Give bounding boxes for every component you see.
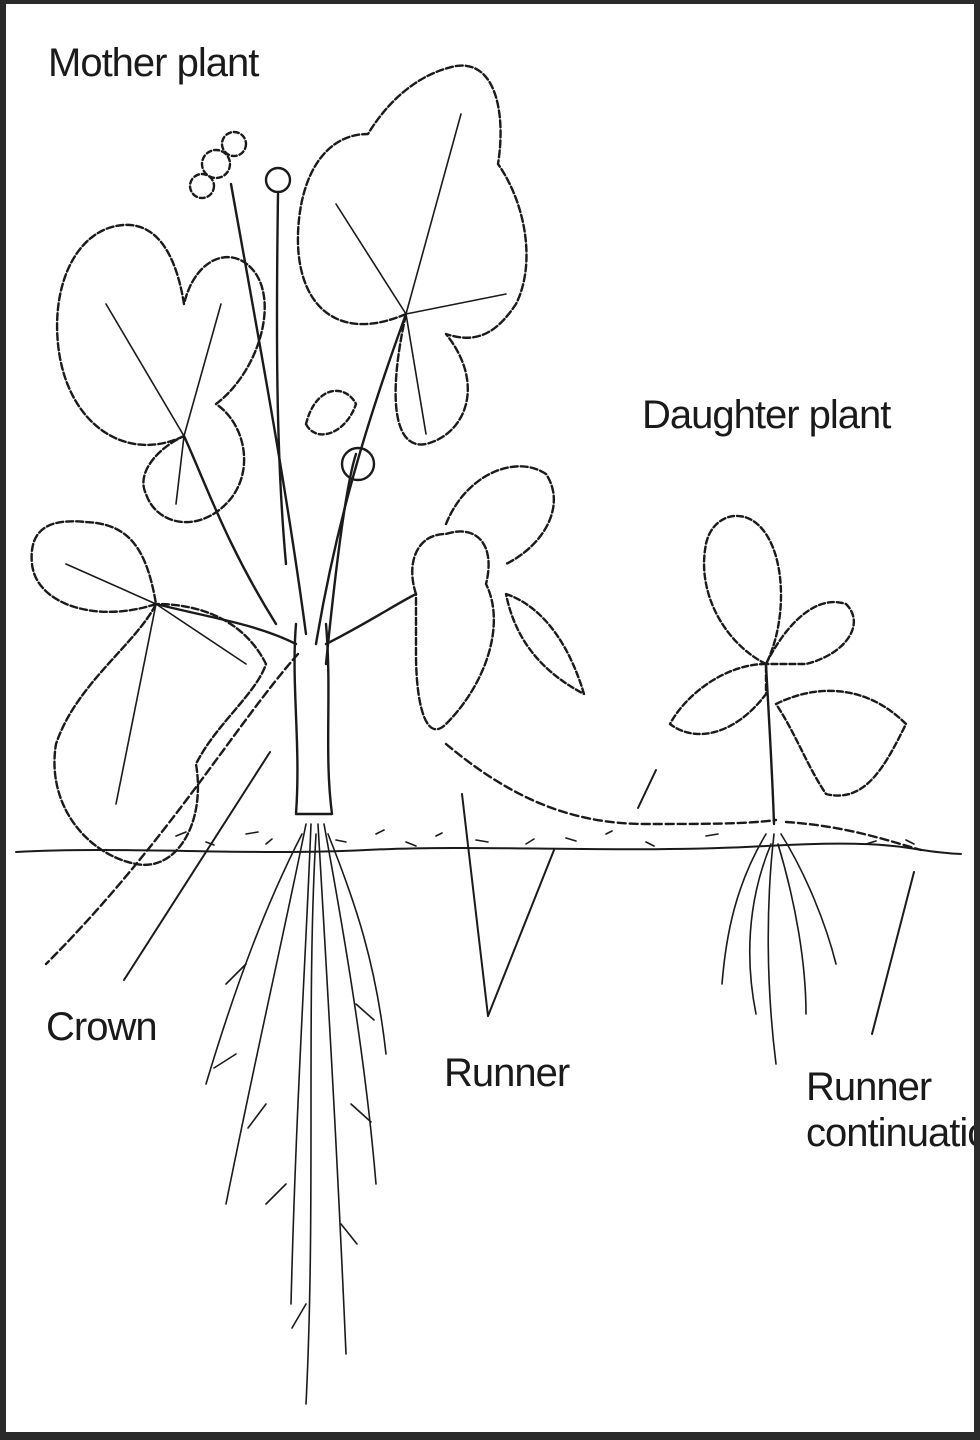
mother-flowers (190, 132, 374, 664)
runner-to-daughter (446, 744, 776, 824)
mother-roots (206, 824, 386, 1404)
mother-leaf-upper-left (57, 225, 276, 624)
runner-continuation-label: Runner continuation (806, 1064, 974, 1156)
mother-leaf-right (326, 466, 584, 729)
runner-continuation-line2: continuation (806, 1110, 974, 1156)
crown-label: Crown (46, 1004, 157, 1050)
soil-line (16, 844, 961, 854)
mother-plant-label: Mother plant (48, 40, 258, 86)
runner-left (46, 654, 298, 964)
runner-continuation-line1: Runner (806, 1064, 974, 1110)
strawberry-propagation-illustration (6, 4, 974, 1432)
mother-leaf-upper-right (298, 66, 527, 644)
runner-label: Runner (444, 1050, 569, 1096)
mother-leaf-lower-left (32, 521, 296, 865)
daughter-leaves (670, 516, 906, 824)
daughter-roots (722, 834, 836, 1064)
daughter-plant-label: Daughter plant (642, 392, 890, 438)
diagram-canvas: Mother plant Daughter plant Crown Runner… (6, 4, 974, 1432)
runner-continuation (786, 822, 921, 850)
